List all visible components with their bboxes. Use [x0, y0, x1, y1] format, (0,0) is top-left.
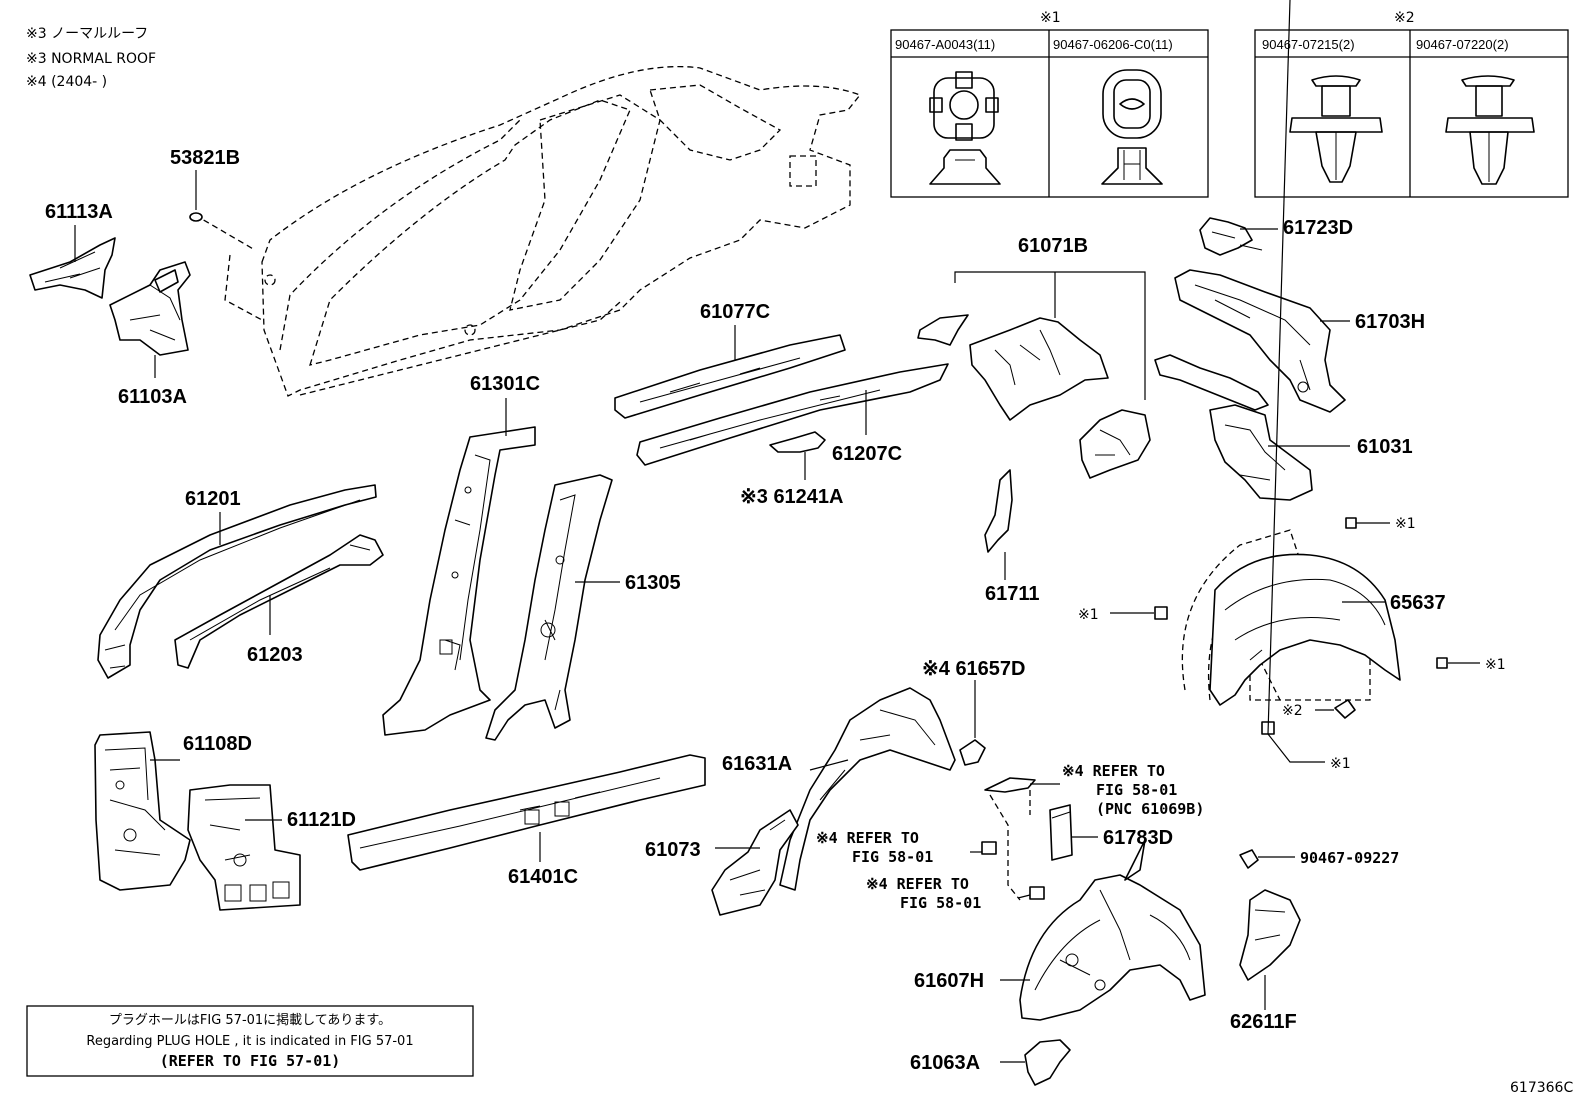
- part-61108d: [94, 731, 191, 891]
- part-62611f: [1239, 889, 1301, 1010]
- table-2-mark: ※2: [1394, 10, 1415, 26]
- part-61201: [97, 484, 377, 679]
- label-61703h: 61703H: [1355, 311, 1425, 333]
- svg-text:FIG 58-01: FIG 58-01: [852, 848, 933, 866]
- part-bracket-61069b: [984, 777, 1060, 901]
- part-61305: [485, 474, 620, 741]
- part-61077c: [614, 325, 846, 419]
- clip-06206-icon: [1101, 69, 1163, 185]
- svg-text:Regarding PLUG HOLE , it is in: Regarding PLUG HOLE , it is indicated in…: [86, 1034, 413, 1049]
- table-2-cell-1: 90467-07215(2): [1262, 37, 1355, 52]
- part-61241a: [769, 431, 826, 480]
- callout-mark-1d: ※1: [1330, 756, 1351, 772]
- label-61723d: 61723D: [1283, 217, 1353, 239]
- svg-text:(REFER TO FIG 57-01): (REFER TO FIG 57-01): [160, 1052, 341, 1070]
- part-61073: [711, 809, 799, 916]
- label-61301c: 61301C: [470, 373, 540, 395]
- note-normal-roof-en: ※3 NORMAL ROOF: [26, 51, 156, 67]
- part-61607h: [1000, 839, 1206, 1021]
- part-61723d: [1199, 217, 1278, 256]
- table-1-cell-1: 90467-A0043(11): [895, 37, 995, 52]
- part-61657d: [959, 680, 986, 766]
- label-61401c: 61401C: [508, 866, 578, 888]
- label-61071b: 61071B: [1018, 235, 1088, 257]
- label-62611f: 62611F: [1230, 1011, 1297, 1033]
- part-61301c: [382, 398, 536, 736]
- fastener-table-1: ※1 90467-A0043(11) 90467-06206-C0(11): [890, 10, 1209, 198]
- clip-icon: [1436, 657, 1448, 669]
- part-61711: [984, 469, 1013, 580]
- part-65637: [1110, 0, 1480, 763]
- callout-mark-1c: ※1: [1485, 657, 1506, 673]
- label-61073: 61073: [645, 839, 701, 861]
- part-61703h: [1174, 269, 1350, 413]
- part-90467-09227: [1239, 849, 1295, 869]
- label-61657d: ※4 61657D: [922, 658, 1026, 680]
- push-rivet-07215-icon: [1289, 75, 1383, 183]
- push-rivet-07220-icon: [1445, 75, 1535, 185]
- part-61631a: [779, 687, 956, 891]
- label-61108d: 61108D: [183, 733, 252, 755]
- part-61063a: [1000, 1039, 1071, 1086]
- callout-mark-1b: ※1: [1078, 607, 1099, 623]
- label-61103a: 61103A: [118, 386, 187, 408]
- clip-icon: [1345, 517, 1357, 529]
- label-61711: 61711: [985, 583, 1040, 605]
- svg-text:FIG 58-01: FIG 58-01: [900, 894, 981, 912]
- push-rivet-icon: [1334, 699, 1356, 719]
- callout-mark-1a: ※1: [1395, 516, 1416, 532]
- label-61063a: 61063A: [910, 1052, 980, 1074]
- part-61401c: [347, 754, 706, 871]
- part-61113a: [29, 225, 116, 299]
- body-side-outline: [194, 65, 862, 397]
- label-61241a: ※3 61241A: [740, 486, 844, 508]
- label-61201: 61201: [185, 488, 241, 510]
- label-61783d: 61783D: [1103, 827, 1173, 849]
- label-61305: 61305: [625, 572, 681, 594]
- clip-a0043-icon: [929, 71, 1001, 185]
- part-61783d: [1049, 804, 1098, 861]
- svg-text:プラグホールはFIG 57-01に掲載してあります。: プラグホールはFIG 57-01に掲載してあります。: [109, 1012, 391, 1028]
- label-61207c: 61207C: [832, 443, 902, 465]
- label-90467-09227: 90467-09227: [1300, 849, 1399, 867]
- note-date-range: ※4 (2404- ): [26, 74, 107, 90]
- refer-note-1: ※4 REFER TO FIG 58-01 (PNC 61069B): [1062, 762, 1204, 818]
- label-61631a: 61631A: [722, 753, 792, 775]
- part-53821b: [189, 170, 203, 222]
- part-61071b: [917, 271, 1151, 479]
- label-61607h: 61607H: [914, 970, 984, 992]
- label-65637: 65637: [1390, 592, 1446, 614]
- clip-icon: [1154, 606, 1168, 620]
- part-61103a: [109, 261, 191, 378]
- label-61203: 61203: [247, 644, 303, 666]
- plug-hole-note: プラグホールはFIG 57-01に掲載してあります。 Regarding PLU…: [26, 1005, 474, 1077]
- label-53821b: 53821B: [170, 147, 240, 169]
- part-61203: [174, 534, 384, 669]
- svg-text:※4 REFER TO: ※4 REFER TO: [1062, 762, 1165, 780]
- figure-code: 617366C: [1510, 1080, 1573, 1096]
- refer-note-3: ※4 REFER TO FIG 58-01: [866, 875, 981, 912]
- note-normal-roof-jp: ※3 ノーマルルーフ: [26, 26, 148, 42]
- refer-note-2: ※4 REFER TO FIG 58-01: [816, 829, 933, 866]
- label-61077c: 61077C: [700, 301, 770, 323]
- part-61031: [1154, 354, 1350, 501]
- part-61121d: [187, 784, 301, 911]
- part-61207c: [636, 363, 949, 466]
- nut-icon: [970, 841, 1045, 900]
- label-61031: 61031: [1357, 436, 1413, 458]
- svg-text:FIG 58-01: FIG 58-01: [1096, 781, 1177, 799]
- label-61121d: 61121D: [287, 809, 356, 831]
- table-1-cell-2: 90467-06206-C0(11): [1053, 37, 1173, 52]
- table-1-mark: ※1: [1040, 10, 1061, 26]
- svg-text:※4 REFER TO: ※4 REFER TO: [816, 829, 919, 847]
- svg-text:※4 REFER TO: ※4 REFER TO: [866, 875, 969, 893]
- callout-mark-2: ※2: [1282, 703, 1303, 719]
- table-2-cell-2: 90467-07220(2): [1416, 37, 1509, 52]
- svg-text:(PNC 61069B): (PNC 61069B): [1096, 800, 1204, 818]
- label-61113a: 61113A: [45, 201, 113, 223]
- fastener-table-2: ※2 90467-07215(2) 90467-07220(2): [1254, 10, 1569, 198]
